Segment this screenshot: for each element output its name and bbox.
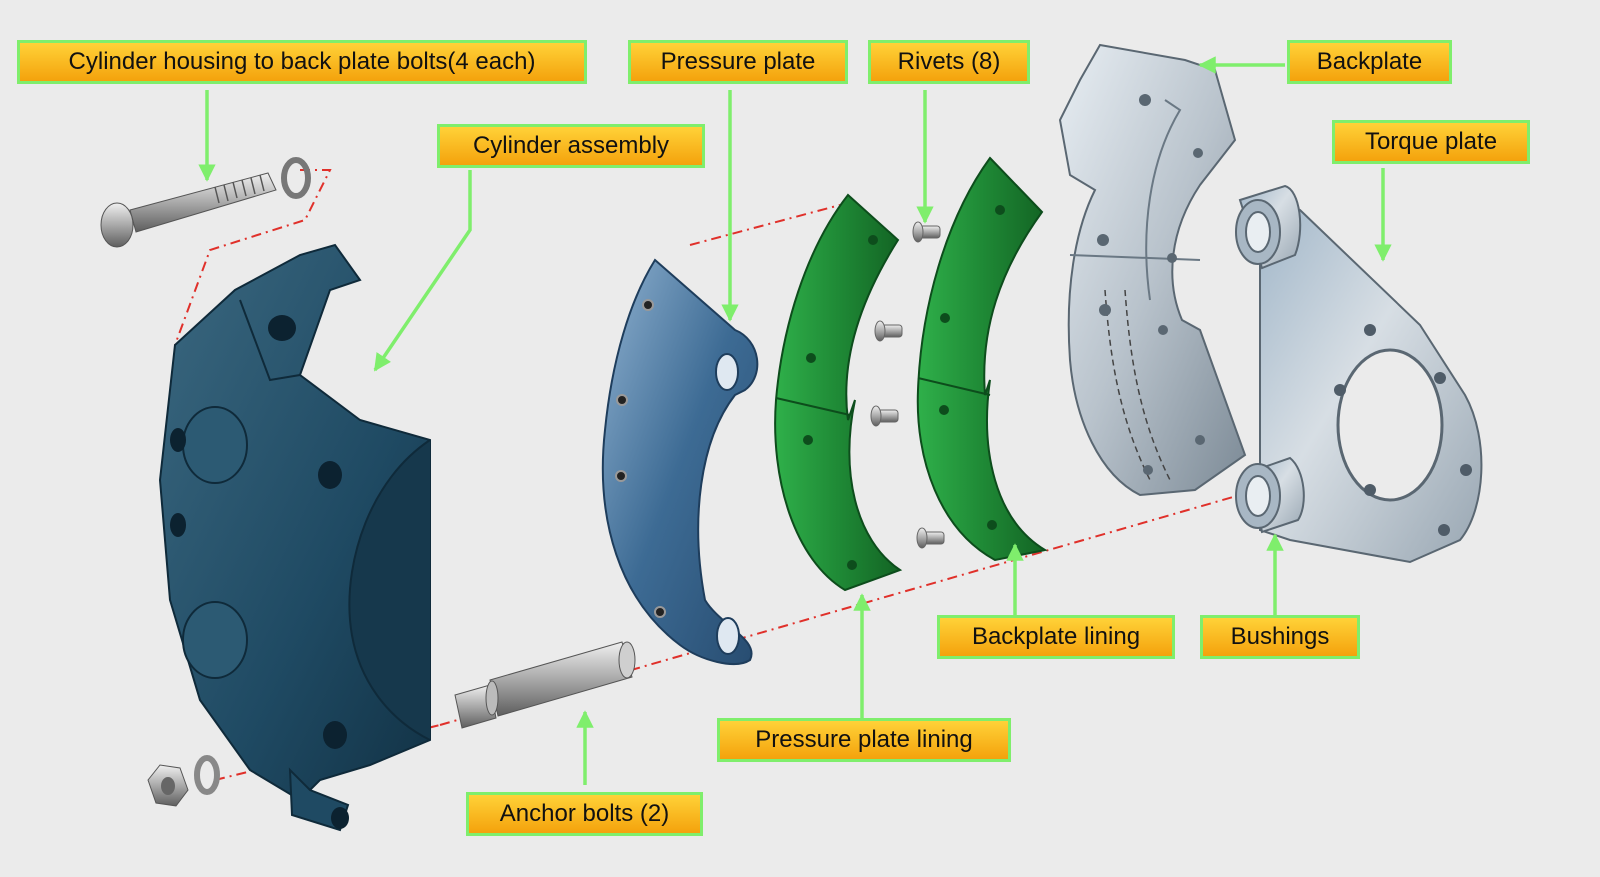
backplate-lining-part <box>916 156 1048 562</box>
label-pressure-plate: Pressure plate <box>628 40 848 84</box>
rivets-part <box>870 221 945 549</box>
label-bushings: Bushings <box>1200 615 1360 659</box>
label-torque-plate: Torque plate <box>1332 120 1530 164</box>
label-rivets: Rivets (8) <box>868 40 1030 84</box>
label-anchor-bolts: Anchor bolts (2) <box>466 792 703 836</box>
label-cylinder-housing-bolts: Cylinder housing to back plate bolts(4 e… <box>17 40 587 84</box>
label-backplate: Backplate <box>1287 40 1452 84</box>
bushings-part <box>1235 184 1305 534</box>
leader-lines <box>198 56 1392 785</box>
anchor-bolt <box>454 641 636 729</box>
label-cylinder-assembly: Cylinder assembly <box>437 124 705 168</box>
label-pressure-plate-lining: Pressure plate lining <box>717 718 1011 762</box>
label-backplate-lining: Backplate lining <box>937 615 1175 659</box>
pressure-plate-lining-part <box>774 193 903 592</box>
torque-plate-part <box>1259 193 1483 564</box>
cylinder-housing-bolt <box>100 172 277 248</box>
pressure-plate-part <box>601 258 759 665</box>
bolt-washer <box>281 157 311 199</box>
cylinder-assembly-part <box>158 243 431 832</box>
backplate-part <box>1058 43 1247 497</box>
nut-and-washer <box>147 755 220 807</box>
